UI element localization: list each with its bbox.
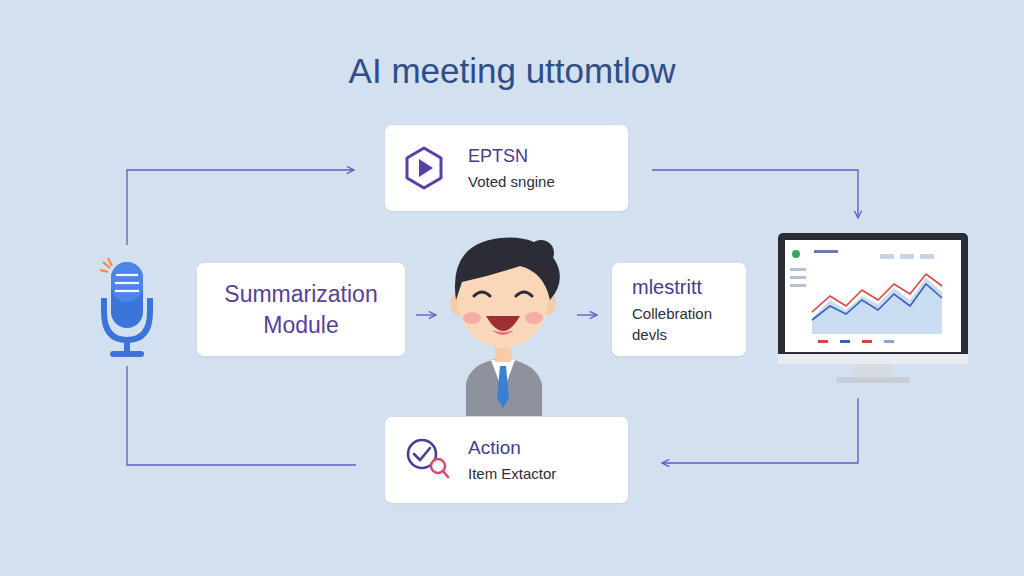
flow-wire bbox=[127, 170, 354, 245]
check-mark bbox=[414, 448, 430, 460]
small-arrow bbox=[577, 314, 597, 315]
box-text: Item Extactor bbox=[468, 464, 628, 484]
box-heading: Summarization Module bbox=[207, 279, 395, 341]
mic-grille bbox=[115, 275, 139, 291]
monitor-chin bbox=[778, 354, 968, 364]
chart-line bbox=[812, 274, 942, 312]
hair-bun bbox=[528, 240, 554, 266]
diagram-title: AI meeting uttomtlow bbox=[0, 48, 1024, 94]
hair bbox=[455, 238, 560, 301]
sound-spark bbox=[100, 258, 112, 272]
play-triangle bbox=[419, 159, 433, 177]
play-icon bbox=[407, 148, 441, 188]
cheek bbox=[525, 312, 543, 324]
screen-sidebar bbox=[790, 268, 806, 271]
box-text: Collebration devls bbox=[632, 303, 736, 345]
box-heading: Action bbox=[468, 436, 628, 459]
screen-sidebar bbox=[790, 284, 806, 287]
tongue bbox=[492, 330, 514, 335]
mic-head bbox=[111, 262, 143, 302]
chart-legend-marks bbox=[818, 340, 894, 343]
screen-tab bbox=[900, 254, 914, 259]
eye bbox=[516, 292, 532, 296]
monitor-bezel bbox=[778, 233, 968, 361]
box-heading: EPTSN bbox=[468, 145, 628, 167]
neck bbox=[495, 342, 511, 362]
check-circle bbox=[408, 440, 436, 468]
shirt bbox=[491, 360, 515, 392]
process-box: EPTSN Voted sngine bbox=[385, 125, 628, 211]
person-illustration bbox=[450, 238, 560, 417]
small-arrow bbox=[416, 314, 436, 315]
flow-wire bbox=[127, 366, 356, 465]
box-text: Voted sngine bbox=[468, 172, 628, 192]
eye bbox=[474, 292, 490, 296]
box-heading: mlestritt bbox=[632, 275, 736, 300]
flow-wire bbox=[662, 398, 858, 463]
ear bbox=[540, 293, 556, 315]
monitor-screen bbox=[785, 240, 961, 352]
monitor-base bbox=[836, 377, 910, 383]
process-box: mlestrittCollebration devls bbox=[612, 263, 746, 356]
screen-dot bbox=[792, 250, 800, 258]
cheek bbox=[463, 312, 481, 324]
mic-neck bbox=[124, 340, 130, 352]
screen-text-bar bbox=[814, 250, 838, 253]
monitor-stand bbox=[852, 364, 894, 378]
mic-capsule bbox=[111, 262, 143, 328]
play-outline bbox=[407, 148, 441, 188]
suit bbox=[466, 358, 542, 416]
monitor-icon bbox=[778, 233, 968, 383]
screen-tab bbox=[920, 254, 934, 259]
magnifier-lens bbox=[431, 459, 445, 473]
magnifier-handle bbox=[443, 471, 448, 477]
tie bbox=[497, 366, 509, 408]
mouth bbox=[486, 316, 520, 331]
process-box: ActionItem Extactor bbox=[385, 417, 628, 503]
check-search-icon bbox=[408, 440, 448, 477]
face bbox=[458, 252, 548, 348]
chart-area bbox=[812, 278, 942, 334]
screen-tab bbox=[880, 254, 894, 259]
ear bbox=[450, 293, 466, 315]
flow-wire bbox=[652, 170, 858, 218]
screen-sidebar bbox=[790, 276, 806, 279]
process-box: Summarization Module bbox=[197, 263, 405, 356]
microphone-icon bbox=[100, 258, 150, 357]
chart-line bbox=[812, 284, 942, 320]
mic-stand bbox=[104, 298, 150, 340]
mic-base bbox=[110, 351, 144, 357]
